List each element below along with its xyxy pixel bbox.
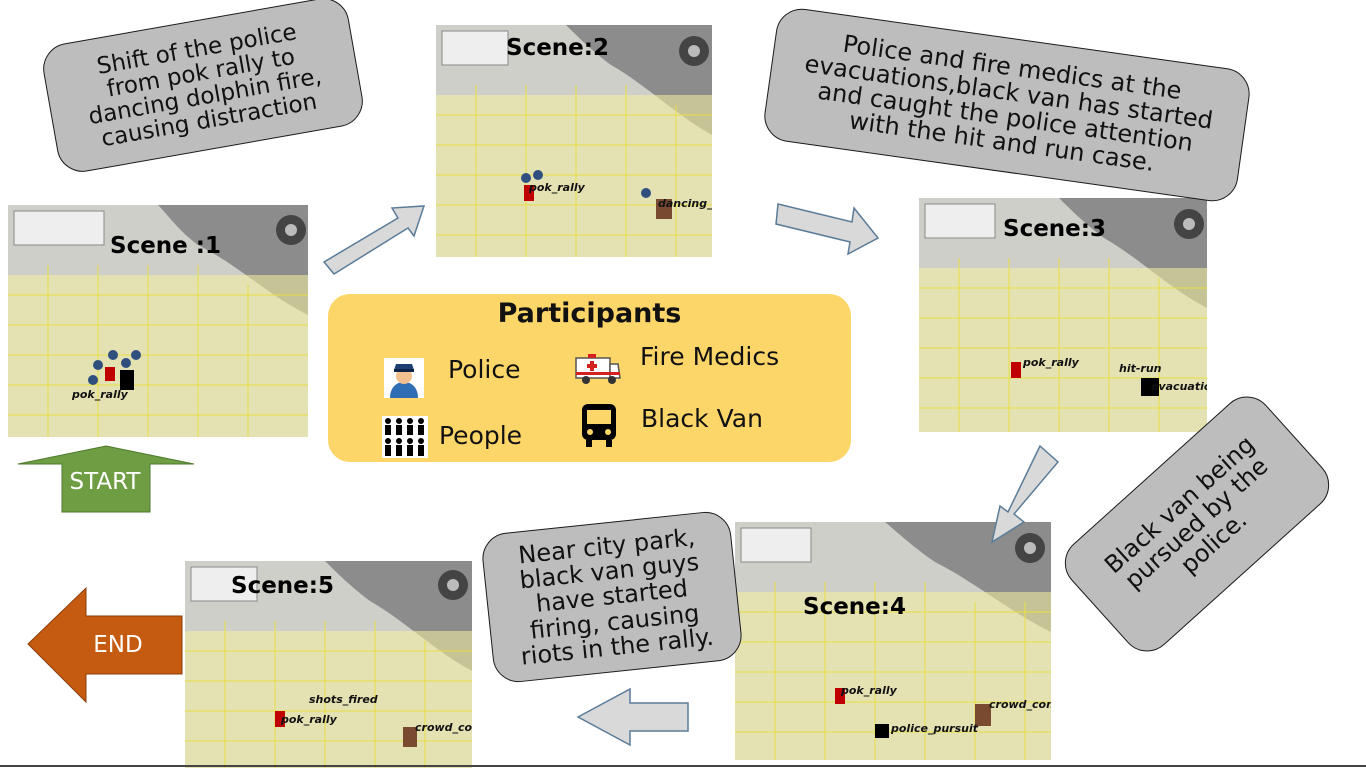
scene-label: hit-run [1119,362,1162,375]
callout-bubble-2: Police and fire medics at the evacuation… [761,5,1253,205]
scene-1-map: Scene :1 pok_rally [8,205,308,437]
start-arrow [17,445,195,513]
scene-title: Scene :1 [110,233,221,259]
scene-label: shots_fired [309,693,378,706]
scene-2-map: Scene:2 pok_rally dancing_dolphin [436,25,712,257]
scene-label: police_pursuit [891,722,978,735]
flow-arrow-3 [990,444,1060,544]
callout-bubble-1: Shift of the police from pok rally to da… [39,0,367,176]
start-label: START [69,469,141,495]
scene-label: pok_rally [281,713,337,726]
map-graphic [436,25,712,257]
flow-arrow-2 [775,203,880,256]
ambulance-icon [575,354,621,384]
scene-label: pok_rally [841,684,897,697]
legend-label-police: Police [448,355,521,384]
bus-icon [582,404,616,447]
legend-label-black-van: Black Van [641,404,763,433]
scene-3-map: Scene:3 pok_rally hit-run evacuations [919,198,1207,432]
scene-title: Scene:5 [231,573,334,599]
flow-arrow-1 [322,205,426,275]
map-graphic [185,561,472,768]
legend-label-fire-medics: Fire Medics [640,342,780,371]
scene-title: Scene:2 [506,35,609,61]
scene-5-map: Scene:5 shots_fired pok_rally crowd_cont… [185,561,472,768]
end-arrow [27,586,183,704]
police-icon [384,358,424,398]
scene-label: pok_rally [1023,356,1079,369]
scene-label: pok_rally [72,388,128,401]
end-label: END [93,632,143,658]
scene-label: pok_rally [529,181,585,194]
scene-label: crowd_control [415,721,472,734]
callout-bubble-4: Near city park, black van guys have star… [479,509,745,685]
participants-title: Participants [497,298,682,329]
participants-panel: Participants Police Fire Medics People [328,294,851,462]
scene-label: evacuations [1151,380,1207,393]
bottom-divider [0,765,1366,767]
legend-label-people: People [439,421,523,450]
people-icon [382,416,428,458]
scene-title: Scene:3 [1003,216,1106,242]
scene-label: dancing_dolphin [658,197,712,210]
scene-label: crowd_control [989,698,1051,711]
map-graphic [735,522,1051,760]
map-graphic [919,198,1207,432]
scene-4-map: Scene:4 pok_rally crowd_control police_p… [735,522,1051,760]
scene-title: Scene:4 [803,594,906,620]
map-graphic [8,205,308,437]
flow-arrow-4 [576,687,689,747]
